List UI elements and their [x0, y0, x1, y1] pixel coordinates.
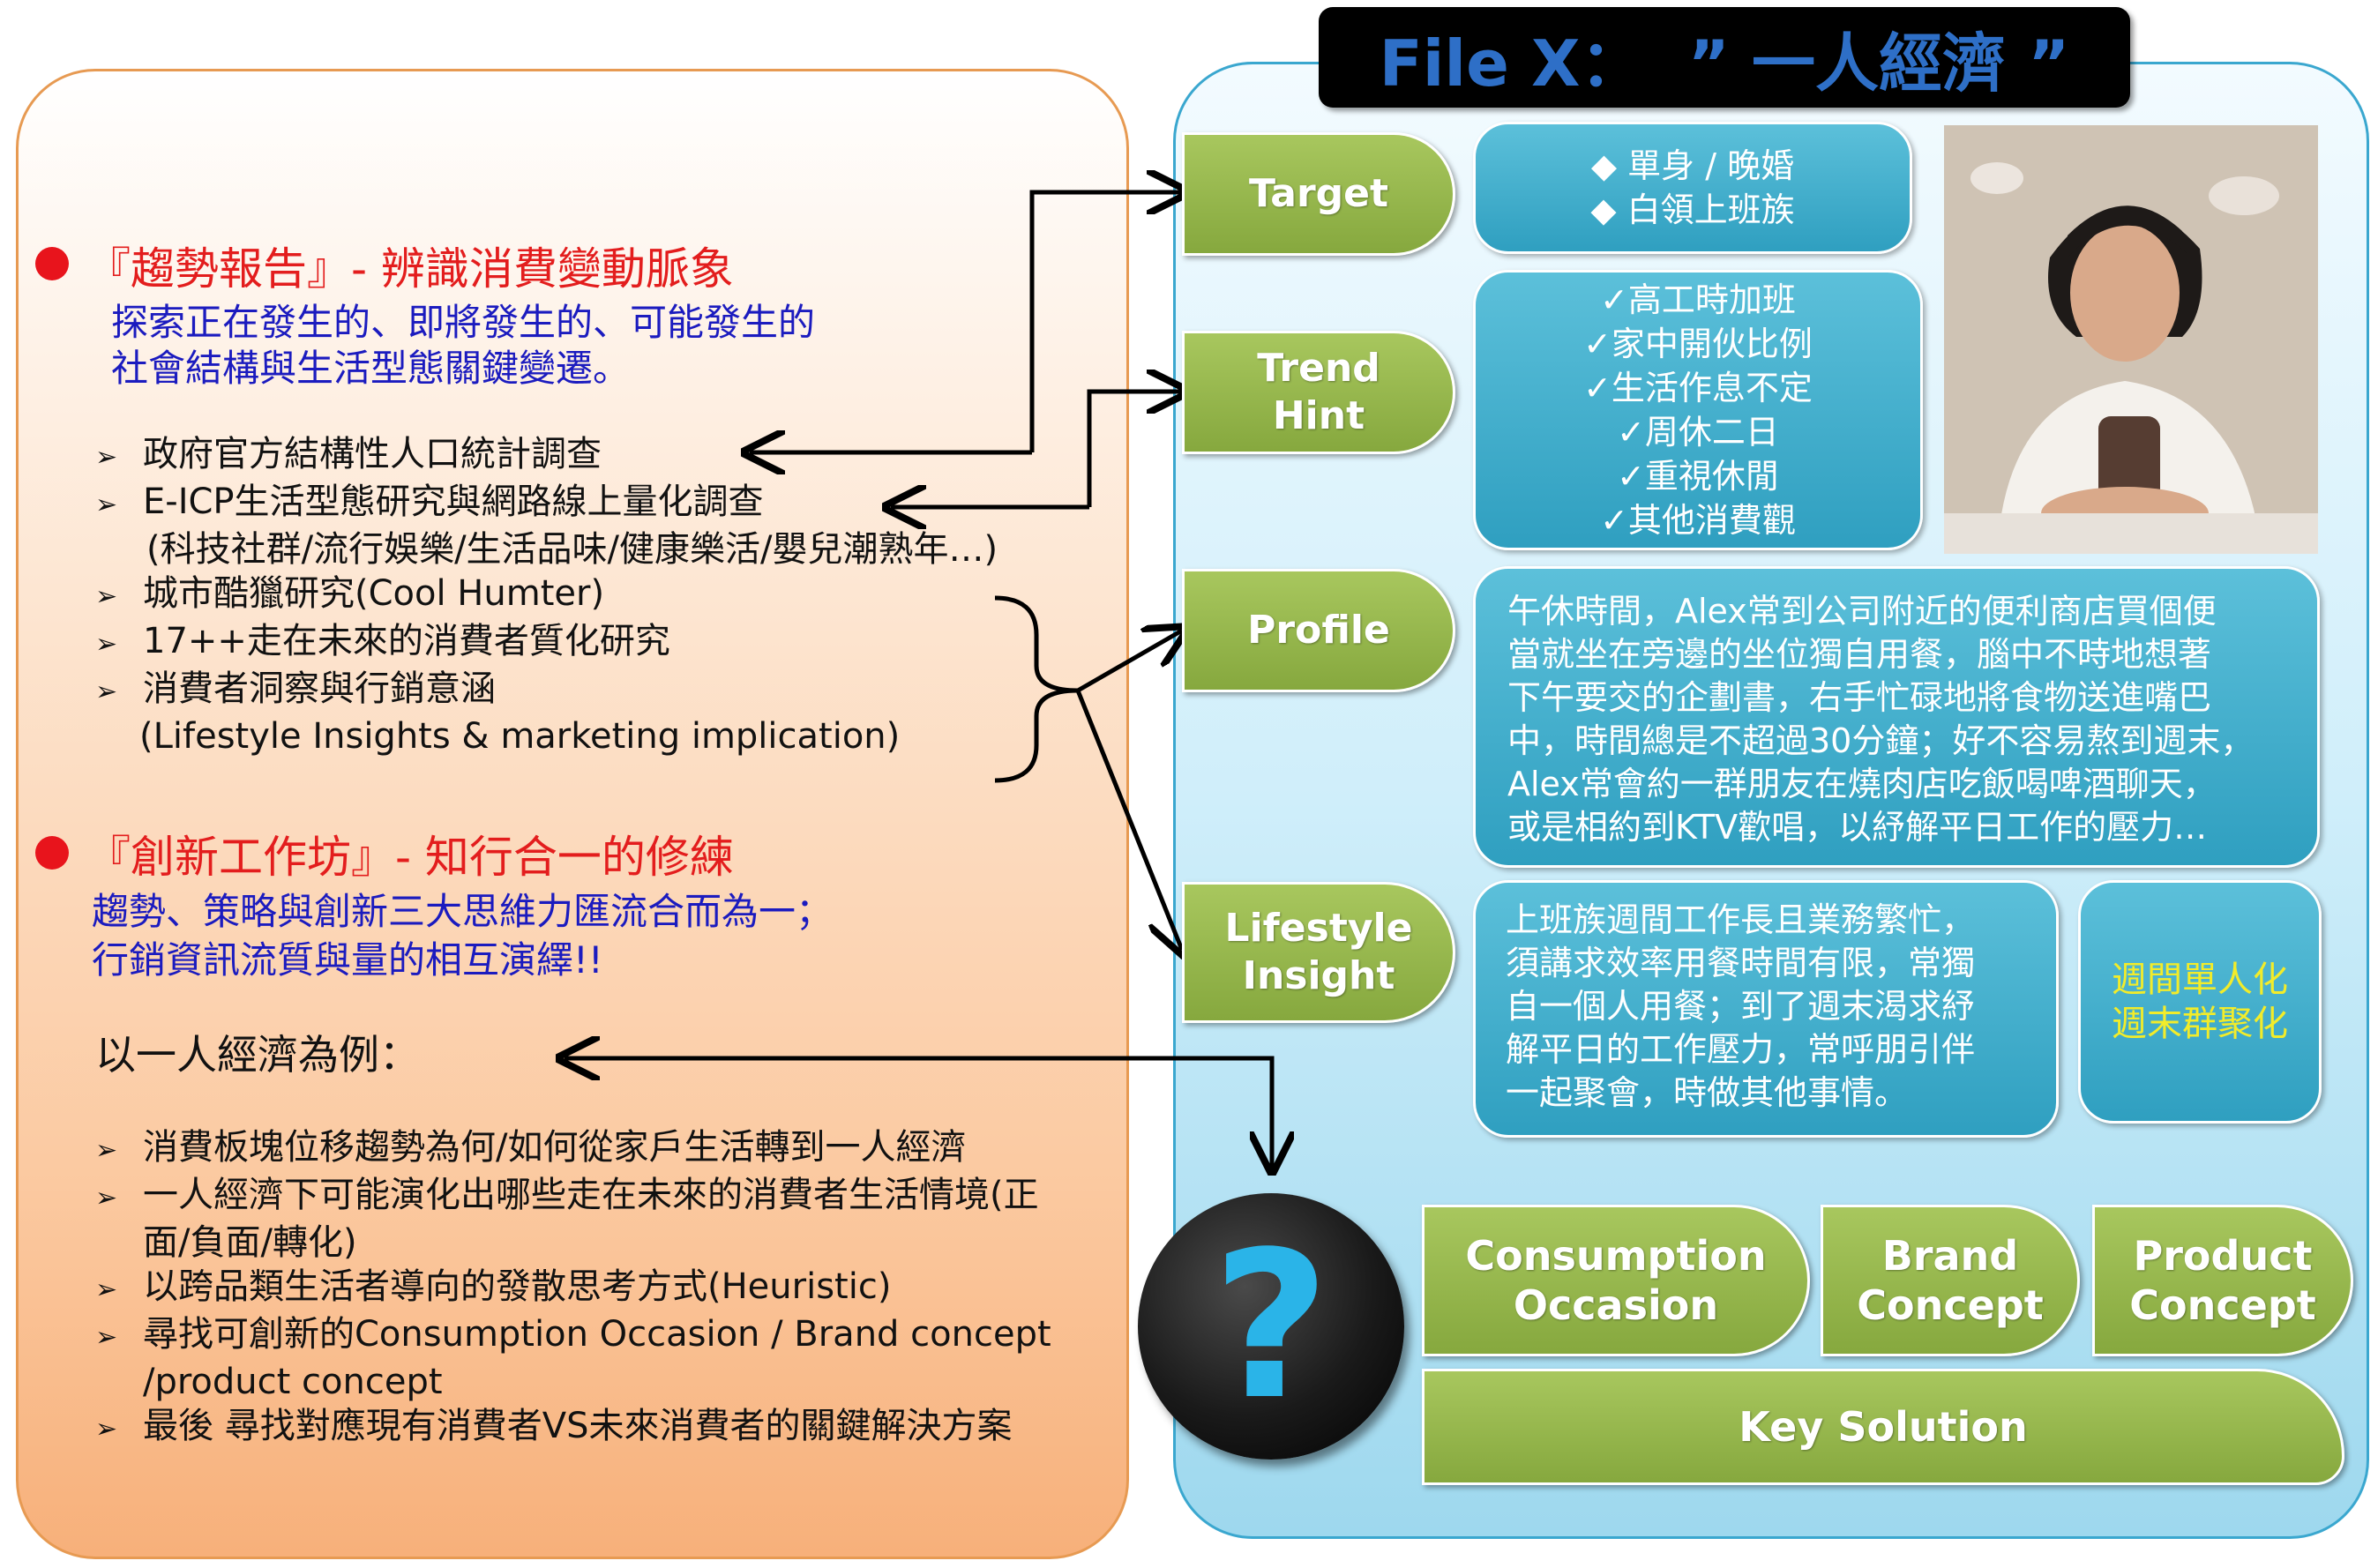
section2-line: 行銷資訊流質與量的相互演繹!!	[92, 938, 603, 982]
list-item: ➢城市酷獵研究(Cool Humter)	[95, 571, 998, 619]
list-item-continuation: (科技社群/流行娛樂/生活品味/健康樂活/嬰兒潮熟年…)	[146, 529, 998, 570]
list-item: ➢17++走在未來的消費者質化研究	[95, 619, 998, 667]
list-item: ➢以跨品類生活者導向的發散思考方式(Heuristic)	[95, 1265, 1051, 1312]
section1-list: ➢政府官方結構性人口統計調查 ➢E-ICP生活型態研究與網路線上量化調查 (科技…	[95, 432, 998, 758]
example-list: ➢消費板塊位移趨勢為何/如何從家戶生活轉到一人經濟 ➢一人經濟下可能演化出哪些走…	[95, 1125, 1051, 1452]
profile-label: Profile	[1182, 569, 1455, 692]
question-mark-icon: ?	[1138, 1193, 1404, 1460]
list-item-continuation: (Lifestyle Insights & marketing implicat…	[139, 716, 901, 757]
arrow-to-target	[1029, 192, 1182, 452]
arrow-bullet-icon: ➢	[95, 676, 118, 707]
list-item: ➢消費者洞察與行銷意涵	[95, 667, 998, 714]
red-bullet-icon	[35, 836, 69, 870]
arrow-bullet-icon: ➢	[95, 1322, 118, 1353]
target-box: ◆ 單身 / 晚婚 ◆ 白領上班族	[1473, 122, 1912, 254]
arrow-to-lifestyle	[1075, 690, 1182, 950]
profile-box: 午休時間，Alex常到公司附近的便利商店買個便 當就坐在旁邊的坐位獨自用餐，腦中…	[1473, 566, 2320, 868]
red-bullet-icon	[35, 247, 69, 280]
insight-summary-box: 週間單人化 週末群聚化	[2078, 880, 2322, 1124]
bracket	[994, 595, 1079, 783]
arrow-bullet-icon: ➢	[95, 1274, 118, 1305]
arrow-bullet-icon: ➢	[95, 629, 118, 660]
arrow-bullet-icon: ➢	[95, 1135, 118, 1166]
section1-heading: 『趨勢報告』- 辨識消費變動脈象	[86, 243, 734, 295]
arrow-bullet-icon: ➢	[95, 489, 118, 520]
section1-line: 社會結構與生活型態關鍵變遷。	[111, 347, 631, 390]
arrow-bullet-icon: ➢	[95, 442, 118, 473]
list-item: ➢最後 尋找對應現有消費者VS未來消費者的關鍵解決方案	[95, 1404, 1051, 1452]
person-photo-illustration	[1944, 125, 2318, 554]
list-item: ➢消費板塊位移趨勢為何/如何從家戶生活轉到一人經濟	[95, 1125, 1051, 1173]
arrow-bullet-icon: ➢	[95, 1183, 118, 1213]
key-solution-label: Key Solution	[1422, 1369, 2344, 1485]
trend-box: ✓高工時加班 ✓家中開伙比例 ✓生活作息不定 ✓周休二日 ✓重視休閒 ✓其他消費…	[1473, 270, 1923, 550]
list-item-continuation: 面/負面/轉化)	[143, 1222, 357, 1263]
arrow-to-trend	[1087, 392, 1182, 507]
list-item: ➢尋找可創新的Consumption Occasion / Brand conc…	[95, 1312, 1051, 1360]
section2-line: 趨勢、策略與創新三大思維力匯流合而為一；	[92, 890, 834, 933]
arrow-to-example	[565, 1058, 1275, 1170]
left-panel	[16, 69, 1129, 1559]
list-item: ➢政府官方結構性人口統計調查	[95, 432, 998, 480]
page-title: File X： ” 一人經濟 ”	[1319, 7, 2130, 108]
section2-heading: 『創新工作坊』- 知行合一的修練	[86, 832, 734, 883]
arrow-to-profile	[1076, 631, 1182, 693]
person-photo	[1944, 125, 2318, 554]
section1-line: 探索正在發生的、即將發生的、可能發生的	[111, 301, 816, 344]
example-heading: 以一人經濟為例：	[95, 1031, 420, 1079]
list-item-continuation: /product concept	[143, 1362, 443, 1402]
list-item: ➢E-ICP生活型態研究與網路線上量化調查	[95, 480, 998, 527]
target-label: Target	[1182, 132, 1455, 256]
arrow-bullet-icon: ➢	[95, 581, 118, 612]
insight-box: 上班族週間工作長且業務繁忙， 須講求效率用餐時間有限，常獨 自一個人用餐；到了週…	[1473, 880, 2059, 1138]
arrow-bullet-icon: ➢	[95, 1414, 118, 1445]
list-item: ➢一人經濟下可能演化出哪些走在未來的消費者生活情境(正	[95, 1173, 1051, 1221]
